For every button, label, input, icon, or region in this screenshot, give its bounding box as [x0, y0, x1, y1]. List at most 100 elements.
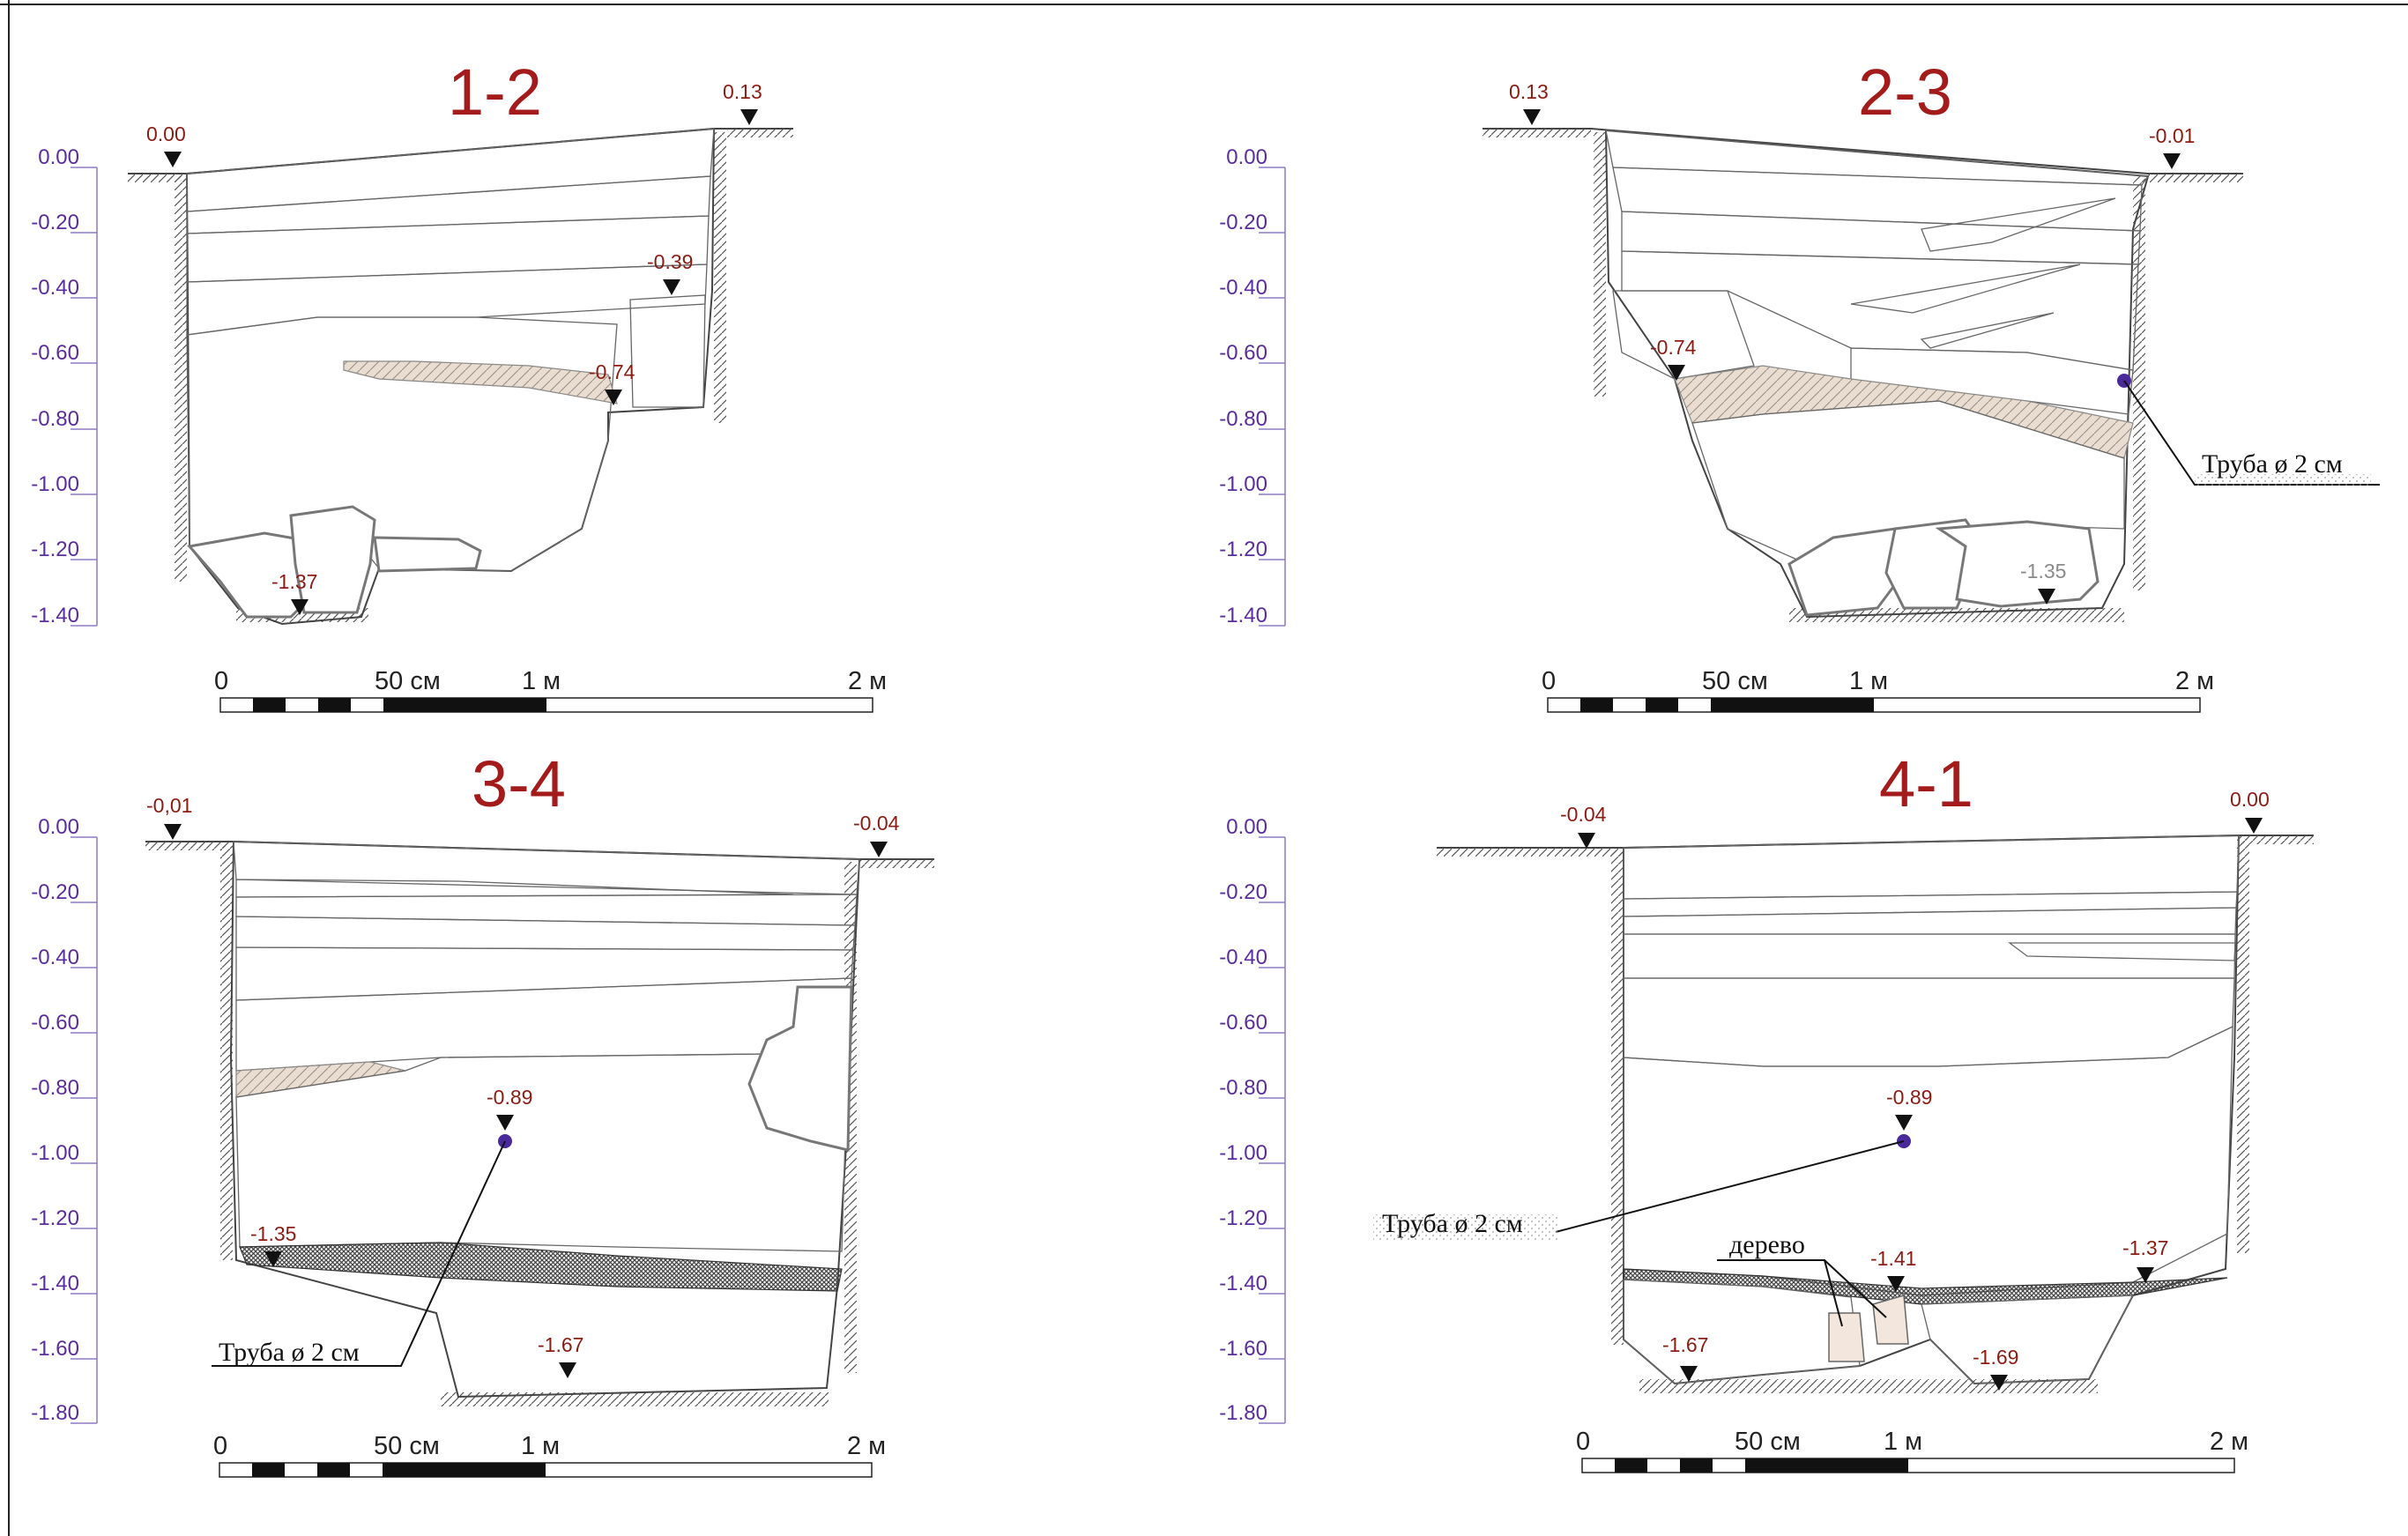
level-mark: -0,01 [146, 794, 192, 817]
scale-label: 0 [213, 1432, 227, 1460]
ruler-label: -0.60 [31, 1011, 79, 1035]
level-marker [2163, 153, 2181, 169]
ruler-label: -0.80 [1219, 1076, 1267, 1100]
level-mark: -0.04 [853, 812, 900, 835]
ruler-label: -1.40 [1219, 1272, 1267, 1295]
ruler-label: -0.20 [1219, 211, 1267, 234]
section-4-1: 4-1 0.00 -0.20 -0.40 -0.60 -0.80 -1.00 -… [1219, 747, 2314, 1473]
level-marker [1680, 1366, 1698, 1382]
scale-label: 2 м [847, 1432, 886, 1460]
level-mark: -0.89 [487, 1086, 532, 1109]
level-marker [164, 824, 182, 840]
level-marker [663, 279, 680, 295]
ruler-label: -0.80 [31, 1076, 79, 1100]
ruler-label: -1.40 [1219, 604, 1267, 627]
level-marker [264, 1251, 282, 1267]
ruler-label: -1.20 [1219, 538, 1267, 561]
level-marks: 0.13 -0.01 -0.74 -1.35 [1509, 80, 2195, 605]
pipe-note: Труба ø 2 см [219, 1338, 360, 1367]
level-mark: -0.74 [589, 360, 635, 383]
level-marker [496, 1115, 514, 1131]
ground-surface [1437, 835, 2314, 1393]
level-marker [605, 390, 622, 405]
ruler-label: 0.00 [38, 815, 79, 839]
ruler-label: -0.60 [31, 341, 79, 365]
ruler-label: 0.00 [1226, 145, 1267, 169]
scale-label: 0 [1542, 667, 1556, 695]
scale-label: 1 м [522, 667, 561, 695]
pipe-note: Труба ø 2 см [2202, 449, 2343, 479]
level-mark: -0.01 [2149, 124, 2195, 147]
level-marks: -0,01 -0.04 -0.89 -1.35 -1.67 [146, 794, 900, 1378]
scale-label: 1 м [1884, 1428, 1922, 1456]
level-mark: -1.69 [1973, 1346, 2018, 1369]
ruler-label: -1.80 [31, 1401, 79, 1425]
ruler-label: -1.00 [31, 1141, 79, 1165]
scale-label: 2 м [848, 667, 887, 695]
pit-profile [229, 840, 861, 1399]
section-title: 2-3 [1858, 56, 1952, 129]
level-marker [2137, 1267, 2154, 1283]
level-marker [2245, 818, 2263, 834]
ruler-label: -0.80 [1219, 407, 1267, 431]
scale-label: 2 м [2210, 1428, 2248, 1456]
section-1-2: 1-2 0.00 -0.20 -0.40 -0.60 -0.80 -1.00 -… [31, 56, 887, 713]
scale-label: 2 м [2175, 667, 2214, 695]
scale-label: 0 [1576, 1428, 1590, 1456]
level-marker [2038, 589, 2055, 605]
level-marker [870, 842, 888, 857]
pit-profile [185, 127, 716, 626]
depth-ruler: 0.00 -0.20 -0.40 -0.60 -0.80 -1.00 -1.20… [1219, 145, 1286, 627]
depth-ruler: 0.00 -0.20 -0.40 -0.60 -0.80 -1.00 -1.20… [31, 815, 98, 1425]
level-marker [559, 1362, 576, 1378]
scale-bar: 0 50 см 1 м 2 м [214, 667, 887, 713]
ground-surface [1483, 128, 2243, 622]
level-mark: 0.13 [723, 80, 762, 103]
level-marker [164, 152, 182, 167]
level-marker [1895, 1115, 1913, 1131]
level-mark: 0.13 [1509, 80, 1549, 103]
level-marks: 0.00 0.13 -0.39 -0.74 -1.37 [146, 80, 762, 615]
ruler-label: 0.00 [1226, 815, 1267, 839]
scale-label: 50 см [374, 1432, 440, 1460]
scale-bar: 0 50 см 1 м 2 м [1576, 1428, 2248, 1473]
section-2-3: 2-3 0.00 -0.20 -0.40 -0.60 -0.80 -1.00 -… [1219, 56, 2380, 713]
level-mark: -1.67 [538, 1333, 583, 1356]
scale-label: 1 м [521, 1432, 560, 1460]
level-marker [1578, 833, 1595, 849]
pit-profile [1604, 129, 2150, 619]
depth-ruler: 0.00 -0.20 -0.40 -0.60 -0.80 -1.00 -1.20… [1219, 815, 1286, 1425]
ruler-label: -0.20 [31, 880, 79, 904]
level-mark: -0.04 [1560, 803, 1607, 826]
ruler-label: -0.40 [1219, 276, 1267, 300]
ruler-label: -1.80 [1219, 1401, 1267, 1425]
ruler-label: -0.60 [1219, 1011, 1267, 1035]
scale-label: 50 см [375, 667, 441, 695]
ruler-label: -1.60 [31, 1337, 79, 1361]
ruler-label: -0.20 [1219, 880, 1267, 904]
level-marker [1990, 1375, 2008, 1391]
section-title: 3-4 [472, 747, 566, 820]
ruler-label: -1.00 [31, 472, 79, 496]
ruler-label: -1.20 [31, 1206, 79, 1230]
section-title: 1-2 [448, 56, 542, 129]
level-mark: -0.89 [1886, 1086, 1932, 1109]
ruler-label: -1.00 [1219, 1141, 1267, 1165]
wood-note: дерево [1729, 1230, 1805, 1259]
level-marker [1887, 1276, 1905, 1292]
ruler-label: -1.40 [31, 1272, 79, 1295]
ruler-label: -0.20 [31, 211, 79, 234]
scale-label: 50 см [1735, 1428, 1801, 1456]
pipe: Труба ø 2 см [2117, 374, 2380, 486]
level-mark: -1.35 [250, 1222, 296, 1245]
ruler-label: -1.20 [31, 538, 79, 561]
level-mark: -0.39 [647, 250, 693, 273]
ruler-label: -0.40 [31, 946, 79, 969]
level-marks: -0.04 0.00 -0.89 -1.41 -1.37 -1.67 -1.69 [1560, 788, 2270, 1391]
depth-ruler: 0.00 -0.20 -0.40 -0.60 -0.80 -1.00 -1.20… [31, 145, 98, 627]
ruler-label: -1.60 [1219, 1337, 1267, 1361]
ruler-label: -0.80 [31, 407, 79, 431]
ruler-label: -0.40 [1219, 946, 1267, 969]
level-mark: 0.00 [146, 122, 186, 145]
